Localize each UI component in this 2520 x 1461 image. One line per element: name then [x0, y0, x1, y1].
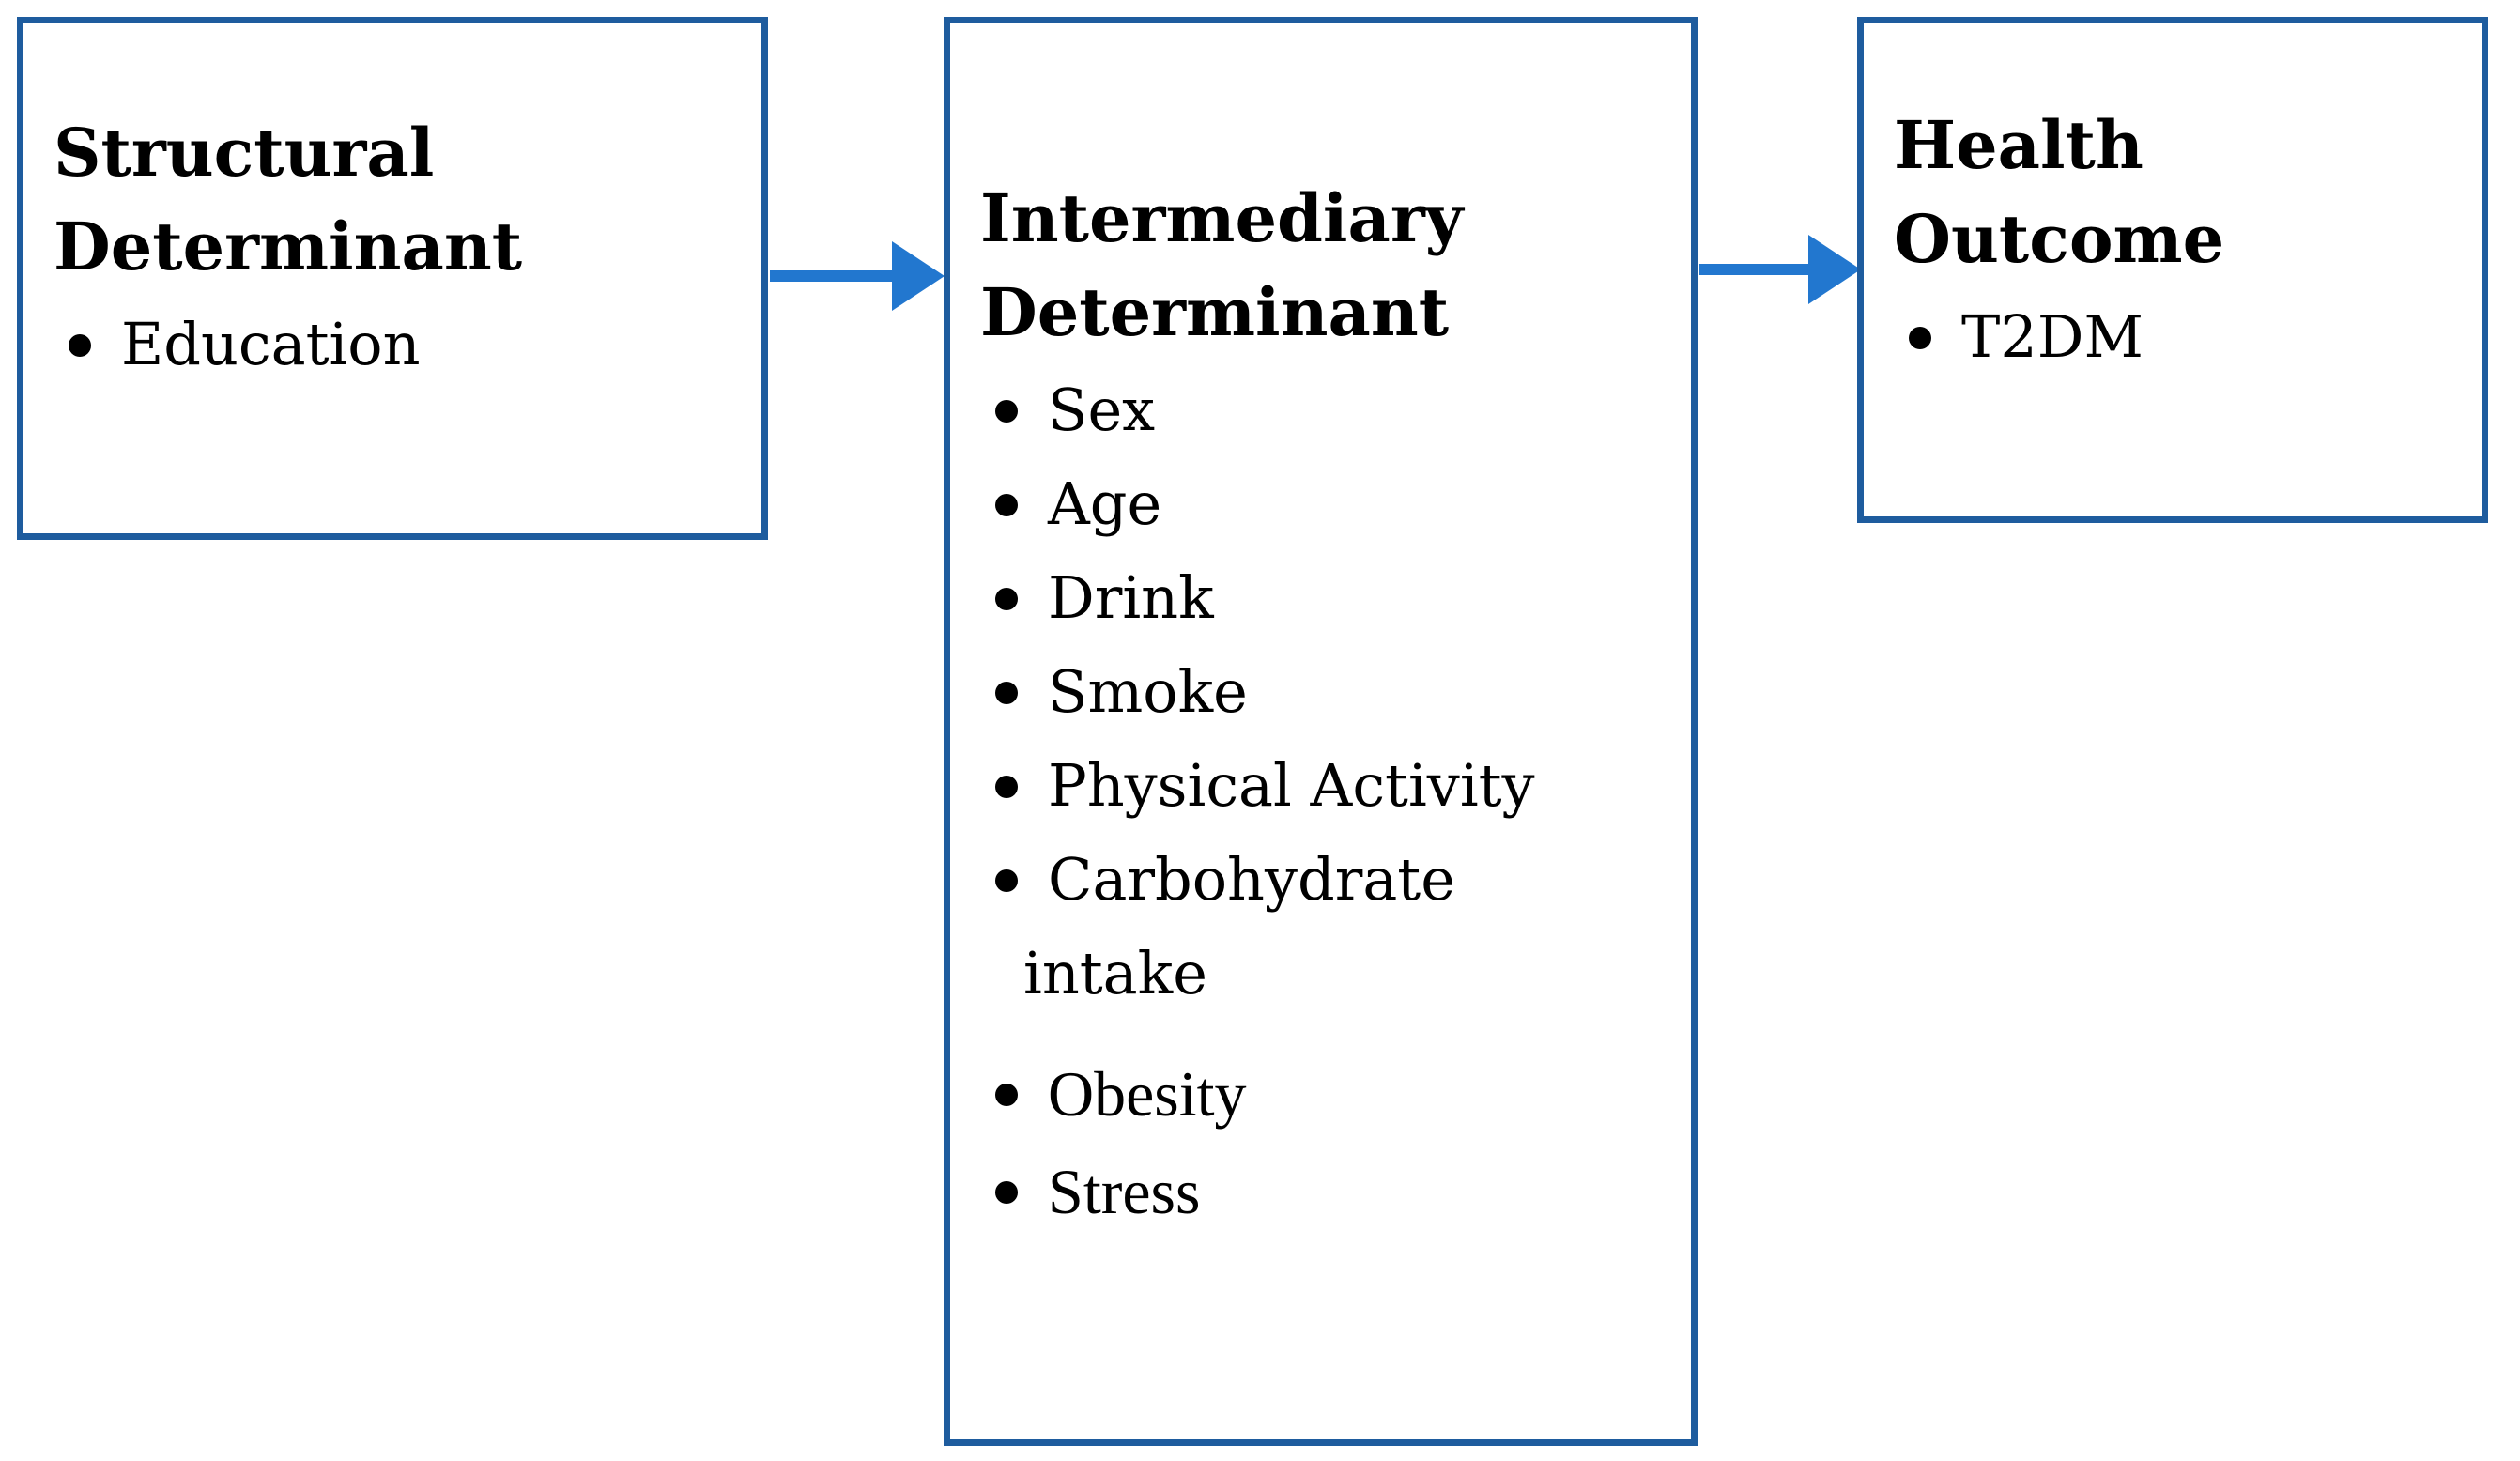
arrow-intermediary-to-health	[1699, 235, 1861, 304]
list-item: Obesity	[980, 1045, 1596, 1143]
bullet-list: Education	[54, 298, 743, 392]
box-health-outcome: Health Outcome T2DM	[1857, 17, 2488, 523]
arrow-structural-to-intermediary	[770, 241, 945, 311]
list-item: Smoke	[980, 645, 1596, 739]
list-item: Sex	[980, 363, 1596, 457]
list-item: T2DM	[1894, 290, 2463, 384]
list-item: Age	[980, 457, 1596, 551]
bullet-list: T2DM	[1894, 290, 2463, 384]
list-item: Physical Activity	[980, 739, 1596, 833]
list-item: Carbohydrate intake	[980, 833, 1596, 1021]
list-item: Drink	[980, 551, 1596, 645]
box-title: Structural Determinant	[54, 114, 523, 285]
box-title: Health Outcome	[1894, 106, 2225, 278]
list-item: Education	[54, 298, 669, 392]
box-title: Intermediary Determinant	[980, 179, 1464, 351]
box-structural-determinant: Structural Determinant Education	[17, 17, 768, 540]
list-item: Stress	[980, 1143, 1596, 1240]
